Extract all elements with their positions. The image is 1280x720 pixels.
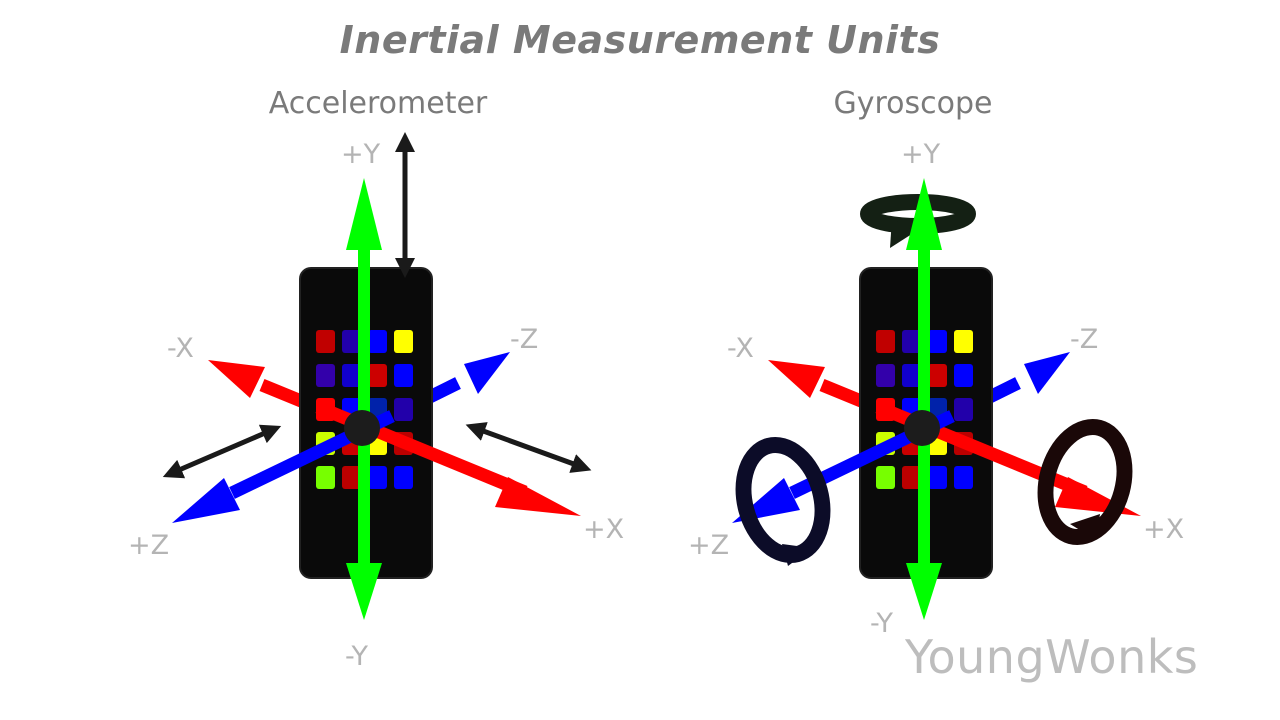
gyroscope-panel: +Y -Y -X +X +Z -Z xyxy=(688,139,1184,639)
app-icon xyxy=(902,466,921,489)
label-minus-y: -Y xyxy=(345,641,369,672)
app-icon xyxy=(316,364,335,387)
z-motion-arrow xyxy=(162,424,282,479)
label-plus-z: +Z xyxy=(128,530,169,561)
label-minus-x: -X xyxy=(167,333,194,364)
app-icon xyxy=(342,330,361,353)
app-icon xyxy=(954,466,973,489)
label-plus-x: +X xyxy=(1143,514,1184,545)
accelerometer-heading: Accelerometer xyxy=(268,86,488,121)
gyroscope-heading: Gyroscope xyxy=(833,86,993,121)
label-plus-z: +Z xyxy=(688,530,729,561)
app-icon xyxy=(394,466,413,489)
app-icon xyxy=(876,466,895,489)
app-icon xyxy=(394,398,413,421)
app-icon xyxy=(316,330,335,353)
label-minus-z: -Z xyxy=(510,324,538,355)
app-icon xyxy=(368,364,387,387)
label-minus-y: -Y xyxy=(870,608,894,639)
label-plus-y: +Y xyxy=(901,139,941,170)
x-motion-arrow xyxy=(465,422,592,473)
accelerometer-panel: +Y -Y -X +X +Z -Z xyxy=(128,132,624,672)
app-icon xyxy=(342,466,361,489)
app-icon xyxy=(954,330,973,353)
app-icon xyxy=(342,364,361,387)
app-icon xyxy=(954,364,973,387)
origin-pivot xyxy=(904,410,940,446)
label-minus-x: -X xyxy=(727,333,754,364)
app-icon xyxy=(394,364,413,387)
app-icon xyxy=(928,330,947,353)
app-icon xyxy=(928,466,947,489)
x-rotation-arrow xyxy=(1037,419,1133,545)
app-icon xyxy=(876,330,895,353)
origin-pivot xyxy=(344,410,380,446)
brand-logo-text: YoungWonks xyxy=(905,630,1199,684)
app-icon xyxy=(368,466,387,489)
app-icon xyxy=(954,398,973,421)
app-icon xyxy=(902,330,921,353)
app-icon xyxy=(368,330,387,353)
app-icon xyxy=(394,330,413,353)
main-title: Inertial Measurement Units xyxy=(339,18,941,62)
app-icon xyxy=(876,364,895,387)
label-plus-x: +X xyxy=(583,514,624,545)
app-icon xyxy=(316,466,335,489)
app-icon xyxy=(902,364,921,387)
app-icon xyxy=(928,364,947,387)
label-minus-z: -Z xyxy=(1070,324,1098,355)
z-rotation-arrow xyxy=(735,437,831,566)
label-plus-y: +Y xyxy=(341,139,381,170)
